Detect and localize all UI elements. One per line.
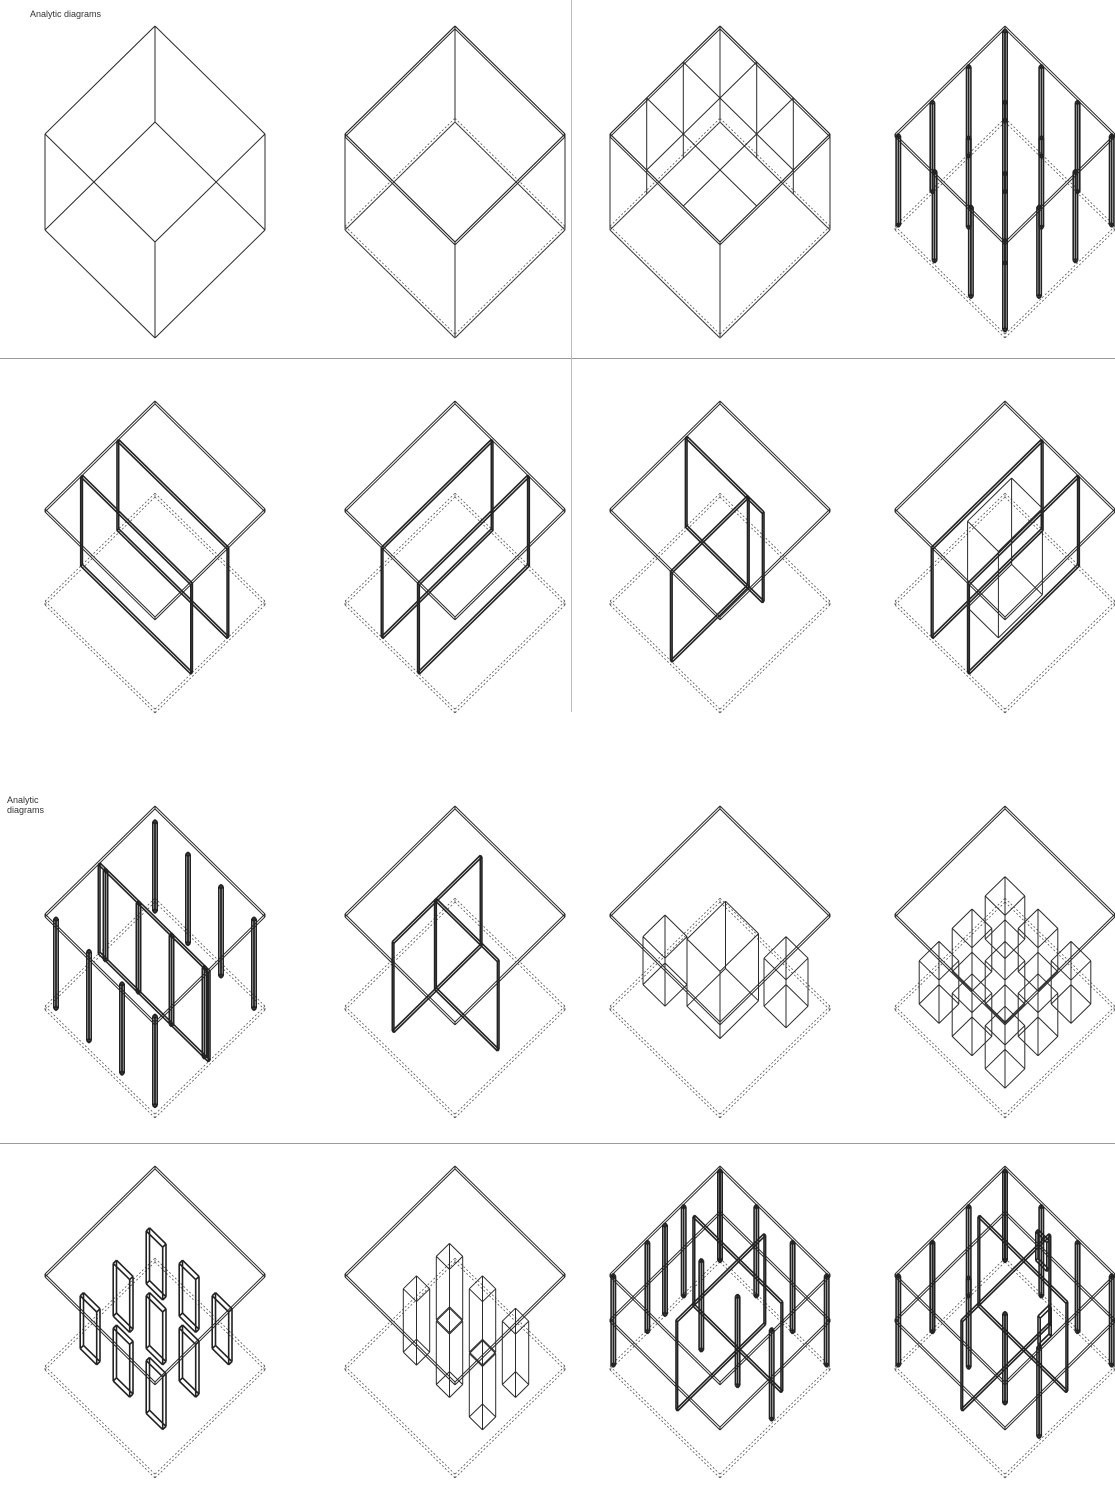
diagram-box-outline xyxy=(45,26,265,338)
diagram-box-l-walls xyxy=(345,806,565,1118)
diagram-box-sixteen-columns xyxy=(895,26,1115,338)
diagram-box-slabs xyxy=(345,26,565,338)
diagram-box-full-structure xyxy=(610,1166,830,1478)
diagram-box-small-volumes xyxy=(895,806,1115,1118)
diagram-box-columns-walls xyxy=(45,806,265,1118)
diagram-box-parallel-walls-y xyxy=(345,401,565,713)
diagram-box-volumes xyxy=(610,806,830,1118)
diagram-box-central-volume xyxy=(895,401,1115,713)
diagram-box-full-structure-openings xyxy=(895,1166,1115,1478)
diagram-box-parallel-walls-x xyxy=(45,401,265,713)
diagram-box-panels xyxy=(45,1166,265,1478)
diagram-box-frames xyxy=(345,1166,565,1478)
diagram-box-nine-grid-walls xyxy=(610,26,830,338)
diagram-box-shifted-walls xyxy=(610,401,830,713)
